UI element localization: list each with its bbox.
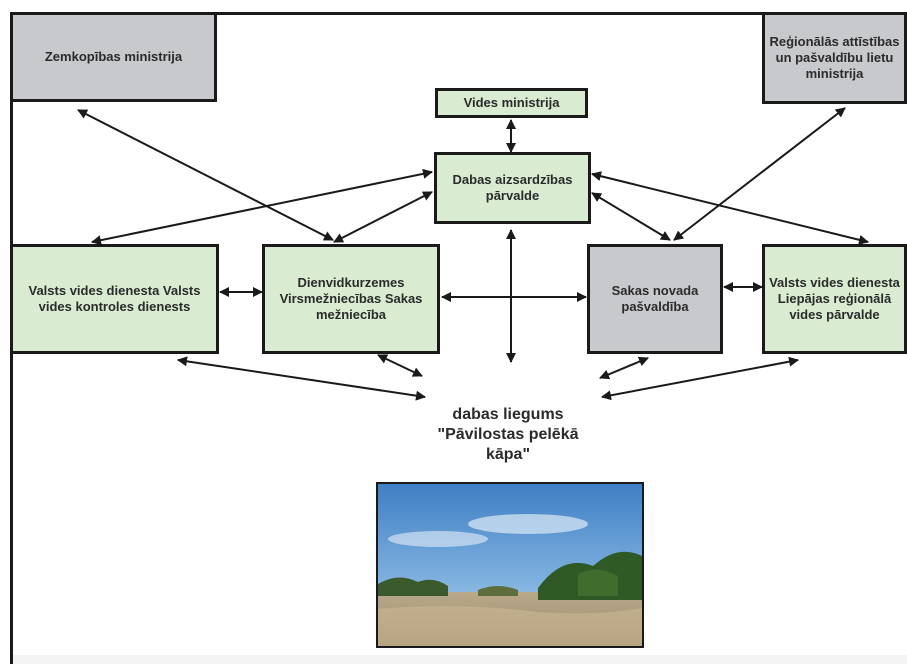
- node-regionalas-ministrija: Reģionālās attīstības un pašvaldību liet…: [762, 12, 907, 104]
- arrow-zemkopibas-dienvidkurzemes: [77, 109, 334, 241]
- arrow-sakas-reserve: [599, 356, 649, 380]
- node-zemkopibas-label: Zemkopības ministrija: [44, 49, 183, 64]
- node-dabas-parvalde: Dabas aizsardzības pārvalde: [434, 152, 591, 224]
- node-dabas-label: Dabas aizsardzības pārvalde: [452, 172, 573, 203]
- arrow-valsts-reserve: [177, 356, 426, 401]
- node-regionalas-label: Reģionālās attīstības un pašvaldību liet…: [769, 34, 900, 81]
- node-sakas-novada: Sakas novada pašvaldība: [587, 244, 723, 354]
- reserve-photo: [376, 482, 644, 648]
- node-dienvidkurzemes-label: Dienvidkurzemes Virsmežniecības Sakas me…: [279, 275, 423, 322]
- node-liepajas-label: Valsts vides dienesta Liepājas reģionālā…: [769, 275, 900, 322]
- arrow-dabas-dienvidkurzemes: [333, 191, 433, 243]
- arrow-liepajas-reserve: [601, 356, 799, 401]
- arrow-dabas-liepajas: [591, 171, 869, 245]
- node-valsts-vides-liepajas: Valsts vides dienesta Liepājas reģionālā…: [762, 244, 907, 354]
- bottom-strip: [13, 655, 907, 664]
- arrow-regionalas-sakas: [673, 107, 846, 241]
- arrow-dabas-sakas: [591, 192, 671, 241]
- node-valsts-vides-dienests: Valsts vides dienesta Valsts vides kontr…: [10, 244, 219, 354]
- reserve-label: dabas liegums "Pāvilostas pelēkā kāpa": [437, 406, 579, 463]
- node-dienvidkurzemes: Dienvidkurzemes Virsmežniecības Sakas me…: [262, 244, 440, 354]
- dune-landscape-image: [378, 484, 642, 646]
- node-valsts-vides-label: Valsts vides dienesta Valsts vides kontr…: [28, 283, 201, 314]
- arrow-dienvidkurzemes-reserve: [377, 354, 423, 377]
- node-zemkopibas-ministrija: Zemkopības ministrija: [10, 12, 217, 102]
- arrow-dabas-valsts-vides: [91, 168, 433, 246]
- node-sakas-label: Sakas novada pašvaldība: [611, 283, 699, 314]
- node-vides-ministrija: Vides ministrija: [435, 88, 588, 118]
- node-vides-label: Vides ministrija: [463, 95, 560, 110]
